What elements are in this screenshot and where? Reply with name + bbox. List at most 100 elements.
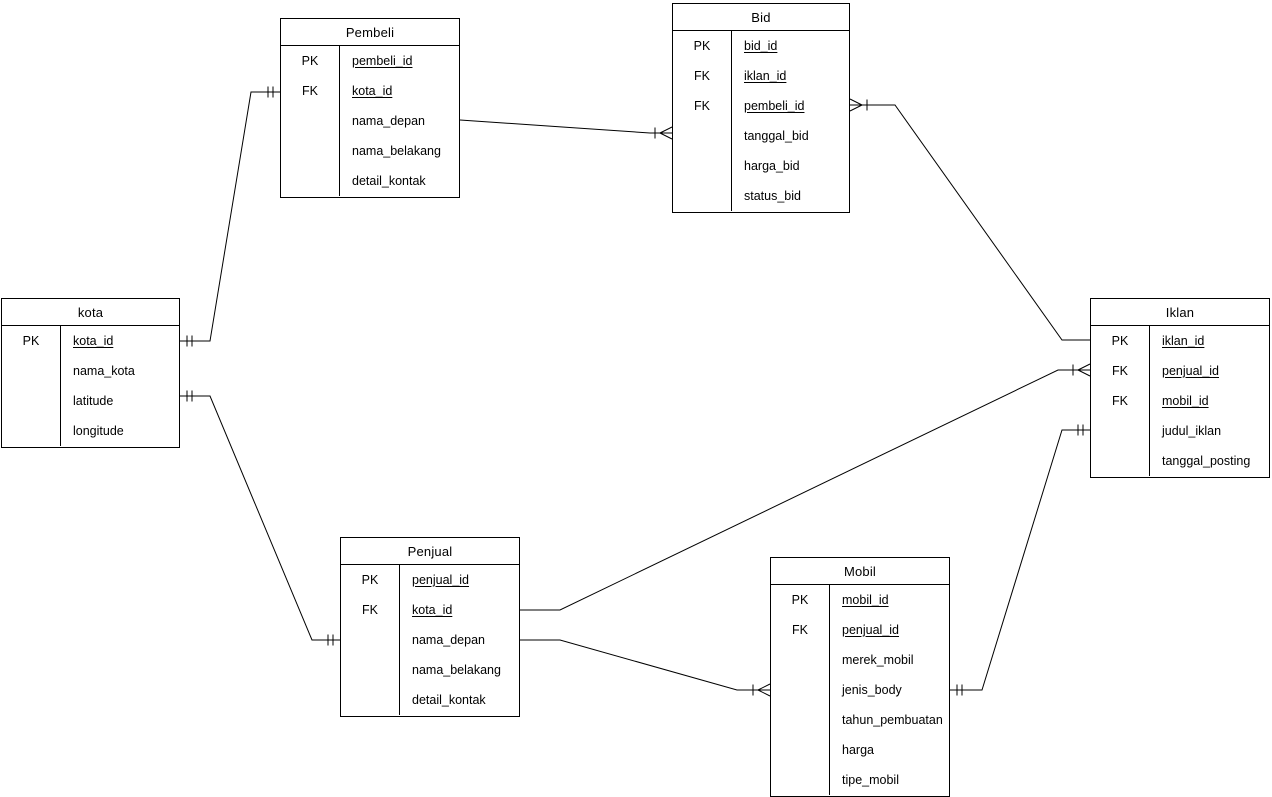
attribute-name: nama_belakang <box>412 663 501 677</box>
key-flag <box>771 645 830 675</box>
attribute-name: merek_mobil <box>842 653 914 667</box>
key-flag: FK <box>281 76 340 106</box>
entity-row-status_bid: status_bid <box>673 181 849 211</box>
attribute-name: kota_id <box>73 334 114 348</box>
key-flag: PK <box>771 585 830 615</box>
attribute-name: detail_kontak <box>412 693 486 707</box>
entity-row-detail_kontak: detail_kontak <box>341 685 519 715</box>
attribute-name: nama_depan <box>352 114 425 128</box>
entity-title: Bid <box>673 4 849 31</box>
attribute-name: nama_kota <box>73 364 135 378</box>
entity-row-mobil_id: PK mobil_id <box>771 585 949 615</box>
attribute-name: longitude <box>73 424 124 438</box>
entity-row-detail_kontak: detail_kontak <box>281 166 459 196</box>
key-flag: FK <box>673 61 732 91</box>
connector-pembeli-bid[interactable] <box>459 119 673 140</box>
entity-row-harga_bid: harga_bid <box>673 151 849 181</box>
key-flag <box>2 416 61 446</box>
entity-row-latitude: latitude <box>2 386 179 416</box>
attribute-name: penjual_id <box>1162 364 1219 378</box>
entity-row-longitude: longitude <box>2 416 179 446</box>
key-flag <box>281 136 340 166</box>
attribute-name: mobil_id <box>842 593 889 607</box>
attribute-name: status_bid <box>744 189 801 203</box>
entity-row-merek_mobil: merek_mobil <box>771 645 949 675</box>
key-flag: FK <box>771 615 830 645</box>
attribute-name: latitude <box>73 394 114 408</box>
key-flag <box>281 166 340 196</box>
entity-row-nama_belakang: nama_belakang <box>341 655 519 685</box>
attribute-name: pembeli_id <box>744 99 805 113</box>
entity-row-pembeli_id: FK pembeli_id <box>673 91 849 121</box>
connector-kota-pembeli[interactable] <box>180 86 280 347</box>
key-flag <box>341 625 400 655</box>
attribute-name: judul_iklan <box>1162 424 1222 438</box>
entity-row-tahun_pembuatan: tahun_pembuatan <box>771 705 949 735</box>
connector-penjual-iklan[interactable] <box>520 363 1091 611</box>
key-flag <box>673 181 732 211</box>
entity-body: PK kota_id nama_kota latitude longitude <box>2 326 179 447</box>
attribute-name: iklan_id <box>744 69 787 83</box>
entity-row-penjual_id: FK penjual_id <box>1091 356 1269 386</box>
key-flag: PK <box>281 46 340 76</box>
entity-row-harga: harga <box>771 735 949 765</box>
attribute-name: nama_belakang <box>352 144 441 158</box>
attribute-name: kota_id <box>412 603 453 617</box>
entity-row-tanggal_bid: tanggal_bid <box>673 121 849 151</box>
key-flag <box>341 655 400 685</box>
entity-title: Pembeli <box>281 19 459 46</box>
entity-title: Penjual <box>341 538 519 565</box>
attribute-name: tipe_mobil <box>842 773 899 787</box>
entity-row-jenis_body: jenis_body <box>771 675 949 705</box>
attribute-name: detail_kontak <box>352 174 426 188</box>
attribute-name: kota_id <box>352 84 393 98</box>
connector-kota-penjual[interactable] <box>180 390 340 646</box>
entity-title: kota <box>2 299 179 326</box>
attribute-name: iklan_id <box>1162 334 1205 348</box>
key-flag <box>771 705 830 735</box>
attribute-name: harga <box>842 743 874 757</box>
connector-bid-iklan[interactable] <box>849 98 1090 341</box>
key-flag <box>771 735 830 765</box>
key-flag <box>673 151 732 181</box>
key-flag: PK <box>673 31 732 61</box>
key-flag <box>281 106 340 136</box>
key-flag <box>2 386 61 416</box>
connector-mobil-iklan[interactable] <box>950 424 1090 696</box>
key-flag <box>1091 446 1150 476</box>
attribute-name: pembeli_id <box>352 54 413 68</box>
key-flag: FK <box>1091 386 1150 416</box>
key-flag <box>1091 416 1150 446</box>
entity-row-kota_id: FK kota_id <box>281 76 459 106</box>
key-flag: FK <box>1091 356 1150 386</box>
entity-title: Iklan <box>1091 299 1269 326</box>
attribute-name: jenis_body <box>842 683 902 697</box>
entity-row-tipe_mobil: tipe_mobil <box>771 765 949 795</box>
entity-row-tanggal_posting: tanggal_posting <box>1091 446 1269 476</box>
key-flag: PK <box>2 326 61 356</box>
connector-penjual-mobil[interactable] <box>520 639 771 697</box>
key-flag: FK <box>673 91 732 121</box>
attribute-name: tanggal_bid <box>744 129 809 143</box>
attribute-name: nama_depan <box>412 633 485 647</box>
attribute-name: tahun_pembuatan <box>842 713 943 727</box>
entity-row-kota_id: PK kota_id <box>2 326 179 356</box>
attribute-name: harga_bid <box>744 159 800 173</box>
